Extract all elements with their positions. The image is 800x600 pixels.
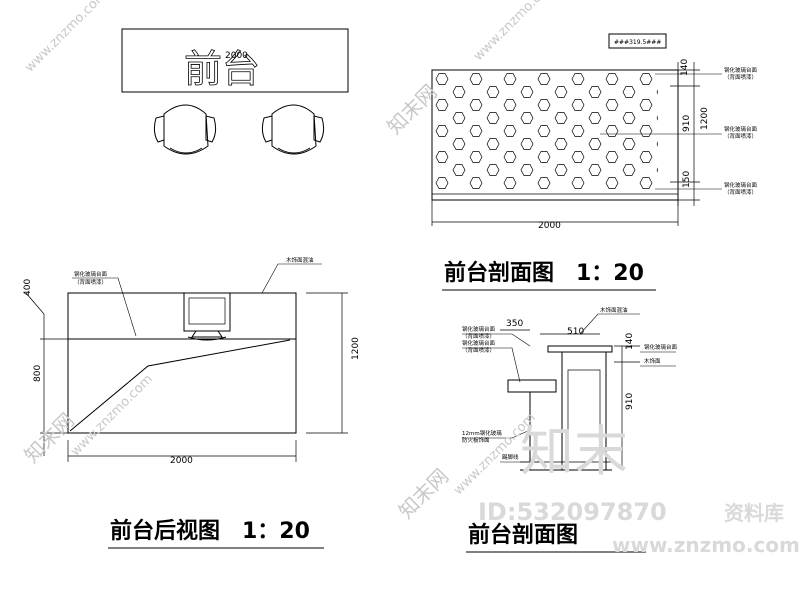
section-a-note-1b: （背面喷漆） <box>724 73 757 81</box>
section-a-height-dim: 1200 <box>700 107 710 130</box>
watermark-site-2: www.znzmo.com <box>471 0 559 64</box>
back-view-note-left-b: （背面喷漆） <box>74 278 107 286</box>
section-a-drawing: ###319.5### 140 910 150 1200 钢化玻璃台面 （背面喷… <box>431 33 758 291</box>
section-b-note-l1a: 钢化玻璃台面 <box>462 325 496 333</box>
watermark-site-1: www.znzmo.com <box>22 0 110 75</box>
back-view-title: 前台后视图 1：20 <box>110 518 310 544</box>
section-b-note-r1: 钢化玻璃台面 <box>644 343 678 351</box>
watermark-brand-1: 知末网 <box>382 80 441 139</box>
section-b-dim-350: 350 <box>506 319 523 329</box>
section-a-seg-mid: 910 <box>682 115 692 132</box>
section-b-dim-140: 140 <box>625 333 635 350</box>
section-b-note-l3a: 12mm钢化玻璃 <box>462 429 502 437</box>
section-b-dim-510: 510 <box>567 327 584 337</box>
section-a-note-3b: （背面喷漆） <box>724 188 757 196</box>
section-a-width-dim: 2000 <box>538 221 561 231</box>
section-a-note-2a: 钢化玻璃台面 <box>724 125 758 133</box>
plan-view: 前台 2000 <box>121 28 349 155</box>
watermark-lib: 资料库 <box>724 501 784 525</box>
section-a-title: 前台剖面图 1：20 <box>444 260 644 286</box>
back-view-dim-1200: 1200 <box>351 337 361 360</box>
section-b-note-l1b: （背面喷漆） <box>462 332 495 340</box>
section-b-work-shelf <box>507 379 557 393</box>
office-chair-left <box>153 104 217 155</box>
monitor-icon <box>183 292 231 341</box>
section-b-note-l2b: （背面喷漆） <box>462 346 495 354</box>
back-view-dim-2000: 2000 <box>170 456 193 466</box>
plan-desk-outline <box>121 28 349 93</box>
watermark-site-3: www.znzmo.com <box>68 372 156 460</box>
watermark-brand-2: 知末网 <box>19 408 78 467</box>
plan-desk-label: 前台 <box>184 47 260 91</box>
section-b-note-top: 木饰面混油 <box>600 306 628 314</box>
back-view-dim-400: 400 <box>23 279 33 296</box>
section-a-note-1a: 钢化玻璃台面 <box>724 66 758 74</box>
section-b-title: 前台剖面图 <box>468 522 578 548</box>
section-b-note-r2: 木饰面 <box>644 357 661 365</box>
section-a-tag-box <box>608 33 667 49</box>
back-view-note-top: 木饰面混油 <box>286 256 314 264</box>
section-b-top-counter <box>547 345 613 353</box>
watermark-id: ID:532097870 <box>478 498 667 526</box>
back-view-diagonal-panel <box>69 339 291 432</box>
section-a-tag: ###319.5### <box>614 39 661 46</box>
section-b-drawing: 350 510 140 910 木饰面混油 钢化玻璃台面 （背面喷漆） 钢化玻璃… <box>462 306 678 553</box>
section-b-note-l3b: 防火板饰面 <box>462 436 490 444</box>
section-a-seg-top: 140 <box>680 59 690 76</box>
section-a-note-3a: 钢化玻璃台面 <box>724 181 758 189</box>
office-chair-right <box>261 104 325 155</box>
section-a-note-2b: （背面喷漆） <box>724 132 757 140</box>
section-a-hatch <box>434 72 658 190</box>
plan-width-dim: 2000 <box>225 51 248 61</box>
watermark-big-logo: 知末 <box>520 420 628 483</box>
section-b-note-l2a: 钢化玻璃台面 <box>462 339 496 347</box>
back-view-dim-800: 800 <box>33 365 43 382</box>
back-view-drawing: 400 800 1200 2000 木饰面混油 钢化玻璃台面 （背面喷漆） 前台… <box>23 256 361 549</box>
section-b-note-l4: 踢脚线 <box>502 453 519 461</box>
back-view-outline <box>67 292 297 434</box>
section-a-seg-bottom: 150 <box>682 171 692 188</box>
watermark-brand-3: 知末网 <box>394 464 453 523</box>
watermark-url: www.znzmo.com <box>612 533 800 557</box>
back-view-note-left-a: 钢化玻璃台面 <box>74 270 108 278</box>
section-b-dim-910: 910 <box>625 393 635 410</box>
watermark-layer: www.znzmo.com www.znzmo.com 知末网 www.znzm… <box>19 0 799 557</box>
